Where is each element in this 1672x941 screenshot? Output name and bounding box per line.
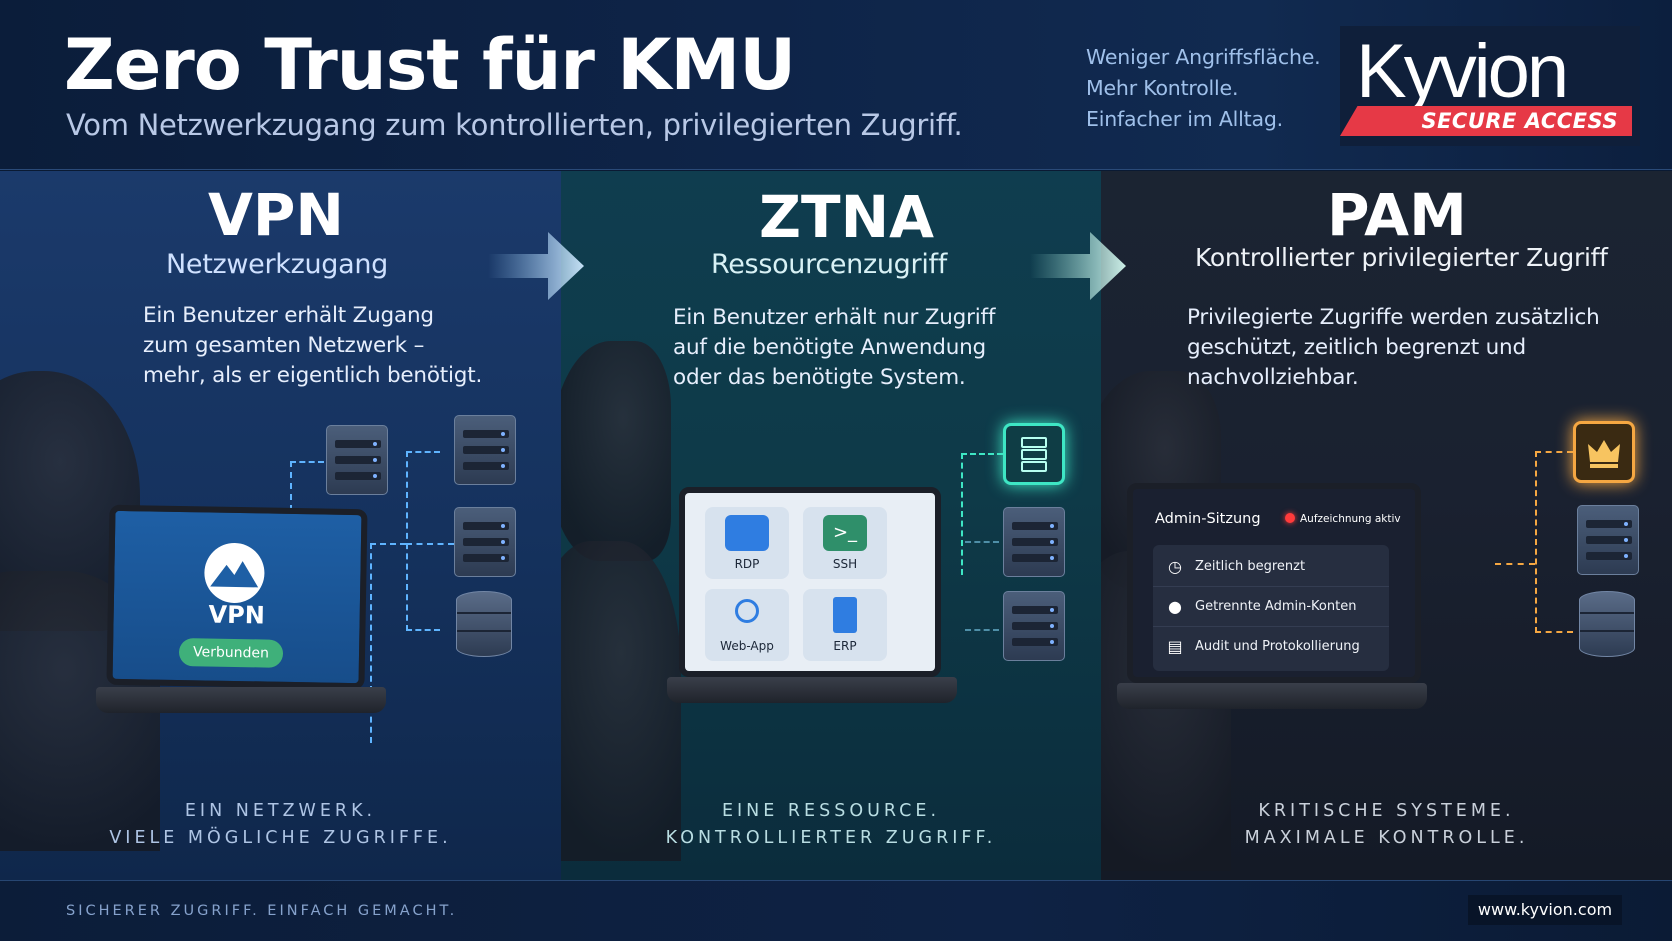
logo-band: SECURE ACCESS: [1340, 106, 1632, 136]
panel-description: Ein Benutzer erhält nur Zugriff auf die …: [673, 303, 995, 393]
server-icon: [1003, 591, 1065, 661]
description-line: mehr, als er eigentlich benötigt.: [143, 363, 483, 388]
panel-footer: KRITISCHE SYSTEME. MAXIMALE KONTROLLE.: [1101, 798, 1672, 852]
erp-server-icon: [833, 597, 857, 633]
vpn-mountain-icon: [203, 542, 265, 604]
access-wire: [1535, 451, 1573, 633]
description-line: Ein Benutzer erhält Zugang: [143, 303, 434, 328]
panel-description: Ein Benutzer erhält Zugang zum gesamten …: [143, 301, 482, 391]
globe-icon: [735, 599, 759, 623]
tile-label: Web-App: [720, 639, 774, 653]
access-wire: [961, 453, 1003, 575]
panel-vpn: VPN Netzwerkzugang Ein Benutzer erhält Z…: [0, 171, 561, 880]
header: Zero Trust für KMU Vom Netzwerkzugang zu…: [0, 0, 1672, 170]
header-tagline: Weniger Angriffsfläche. Mehr Kontrolle. …: [1086, 42, 1321, 135]
database-icon: [456, 591, 512, 657]
laptop-base: [667, 677, 957, 703]
document-icon: ▤: [1167, 637, 1183, 656]
tagline-line: Mehr Kontrolle.: [1086, 76, 1239, 100]
server-icon: [1003, 507, 1065, 577]
footer-line: KONTROLLIERTER ZUGRIFF.: [665, 828, 997, 848]
access-wire: [1495, 563, 1535, 565]
erp-tile[interactable]: ERP: [803, 589, 887, 661]
tagline-line: Weniger Angriffsfläche.: [1086, 45, 1321, 69]
panel-title: VPN: [208, 181, 344, 249]
page-title: Zero Trust für KMU: [64, 24, 796, 106]
network-wire: [965, 541, 999, 631]
network-wire: [290, 461, 324, 511]
server-icon: [1577, 505, 1639, 575]
panel-subtitle: Kontrollierter privilegierter Zugriff: [1195, 243, 1608, 272]
laptop-screen: RDP >_ SSH Web-App ERP: [679, 487, 941, 677]
clock-icon: ◷: [1168, 557, 1182, 576]
vpn-label: VPN: [208, 600, 266, 630]
logo-band-text: SECURE ACCESS: [1421, 109, 1618, 133]
server-icon: [326, 425, 388, 495]
kyvion-logo: Kyvion SECURE ACCESS: [1340, 26, 1640, 146]
panel-footer: EIN NETZWERK. VIELE MÖGLICHE ZUGRIFFE.: [0, 798, 561, 852]
recording-indicator: Aufzeichnung aktiv: [1285, 513, 1401, 525]
list-item: ● Getrennte Admin-Konten: [1153, 587, 1389, 627]
laptop-screen: Admin-Sitzung Aufzeichnung aktiv ◷ Zeitl…: [1127, 483, 1421, 683]
logo-wordmark: Kyvion: [1356, 29, 1569, 114]
terminal-icon: >_: [823, 515, 867, 551]
rdp-tile[interactable]: RDP: [705, 507, 789, 579]
arrow-right-icon: [488, 232, 584, 300]
panel-footer: EINE RESSOURCE. KONTROLLIERTER ZUGRIFF.: [561, 798, 1101, 852]
footer-line: MAXIMALE KONTROLLE.: [1244, 828, 1529, 848]
description-line: zum gesamten Netzwerk –: [143, 333, 425, 358]
description-line: geschützt, zeitlich begrenzt und: [1187, 335, 1526, 360]
page-subtitle: Vom Netzwerkzugang zum kontrollierten, p…: [66, 108, 963, 142]
admin-session-heading: Admin-Sitzung: [1155, 511, 1261, 527]
footer-line: VIELE MÖGLICHE ZUGRIFFE.: [109, 828, 452, 848]
footer: SICHERER ZUGRIFF. EINFACH GEMACHT. www.k…: [0, 880, 1672, 941]
user-icon: ●: [1168, 597, 1182, 616]
server-icon: [454, 507, 516, 577]
network-wire: [370, 543, 406, 743]
panel-pam: PAM Kontrollierter privilegierter Zugrif…: [1101, 171, 1672, 880]
admin-feature-list: ◷ Zeitlich begrenzt ● Getrennte Admin-Ko…: [1153, 545, 1389, 671]
laptop-base: [1117, 683, 1427, 709]
description-line: Privilegierte Zugriffe werden zusätzlich: [1187, 305, 1600, 330]
footer-tagline: SICHERER ZUGRIFF. EINFACH GEMACHT.: [66, 903, 458, 919]
arrow-right-icon: [1030, 232, 1126, 300]
laptop-screen: VPN Verbunden: [106, 504, 368, 690]
web-app-tile[interactable]: Web-App: [705, 589, 789, 661]
panel-description: Privilegierte Zugriffe werden zusätzlich…: [1187, 303, 1600, 393]
tile-label: SSH: [832, 557, 858, 571]
panel-title: ZTNA: [759, 183, 935, 251]
panel-subtitle: Ressourcenzugriff: [711, 249, 947, 280]
person-shoulder: [561, 541, 681, 861]
person-silhouette: [561, 341, 671, 561]
list-item-label: Audit und Protokollierung: [1195, 639, 1360, 654]
panel-title: PAM: [1327, 181, 1467, 249]
server-icon: [454, 415, 516, 485]
description-line: nachvollziehbar.: [1187, 365, 1359, 390]
target-server-icon: [1003, 423, 1065, 485]
footer-line: EINE RESSOURCE.: [721, 801, 941, 821]
website-link[interactable]: www.kyvion.com: [1468, 895, 1622, 925]
connection-status-badge: Verbunden: [178, 637, 284, 668]
panel-subtitle: Netzwerkzugang: [166, 249, 389, 280]
tile-label: ERP: [833, 639, 857, 653]
ssh-tile[interactable]: >_ SSH: [803, 507, 887, 579]
network-wire: [406, 451, 440, 631]
list-item: ▤ Audit und Protokollierung: [1153, 627, 1389, 667]
tagline-line: Einfacher im Alltag.: [1086, 107, 1283, 131]
network-wire: [406, 543, 454, 545]
tile-label: RDP: [734, 557, 760, 571]
list-item: ◷ Zeitlich begrenzt: [1153, 547, 1389, 587]
description-line: Ein Benutzer erhält nur Zugriff: [673, 305, 996, 330]
description-line: oder das benötigte System.: [673, 365, 966, 390]
crown-icon: [1573, 421, 1635, 483]
panel-ztna: ZTNA Ressourcenzugriff Ein Benutzer erhä…: [561, 171, 1101, 880]
list-item-label: Getrennte Admin-Konten: [1195, 599, 1357, 614]
description-line: auf die benötigte Anwendung: [673, 335, 987, 360]
footer-line: EIN NETZWERK.: [184, 801, 377, 821]
monitor-icon: [725, 515, 769, 551]
database-icon: [1579, 591, 1635, 657]
footer-line: KRITISCHE SYSTEME.: [1258, 801, 1515, 821]
laptop-base: [96, 687, 386, 713]
list-item-label: Zeitlich begrenzt: [1195, 559, 1306, 574]
